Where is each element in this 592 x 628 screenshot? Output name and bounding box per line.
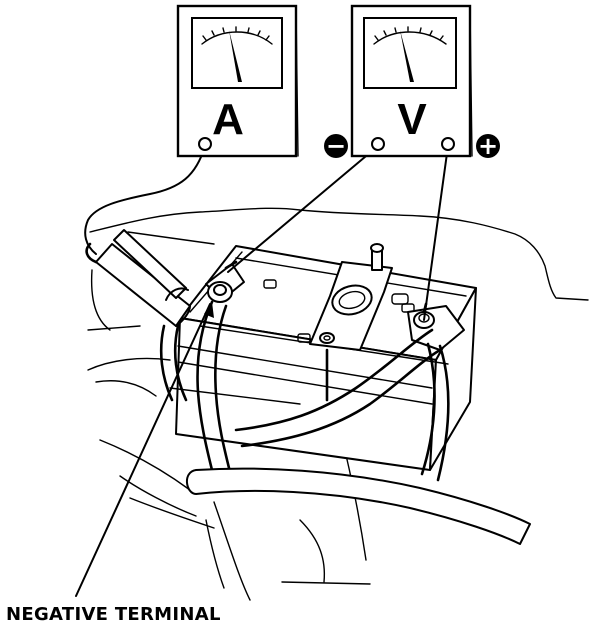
negative-battery-terminal xyxy=(205,263,245,303)
voltmeter: V xyxy=(350,4,473,158)
positive-sign-label: + xyxy=(478,132,498,160)
negative-sign-label: − xyxy=(326,132,346,160)
positive-polarity-symbol: + xyxy=(476,132,500,160)
negative-polarity-symbol: − xyxy=(324,132,348,160)
negative-terminal-leader-line xyxy=(75,303,211,597)
voltmeter-positive-lead xyxy=(423,145,449,321)
negative-probe-tip xyxy=(224,260,238,270)
voltmeter-scale-arc xyxy=(373,26,447,45)
negative-terminal-label: NEGATIVE TERMINAL xyxy=(6,604,221,625)
voltmeter-negative-lead xyxy=(227,145,379,273)
voltmeter-symbol: V xyxy=(397,95,427,144)
leader-arrowhead xyxy=(204,302,214,318)
ammeter-clamp-probe xyxy=(85,229,215,327)
voltmeter-positive-jack xyxy=(441,137,455,151)
battery-hold-down-bracket xyxy=(309,243,393,402)
voltmeter-needle xyxy=(400,30,414,82)
front-cross-member xyxy=(186,467,531,545)
ammeter-needle xyxy=(229,30,242,82)
ammeter-lead-jack xyxy=(198,137,212,151)
positive-battery-cable xyxy=(234,328,450,482)
ammeter: A xyxy=(176,4,299,158)
ammeter-lead-wire xyxy=(84,145,206,255)
ammeter-symbol: A xyxy=(212,95,244,144)
positive-battery-terminal xyxy=(407,305,465,351)
ammeter-scale-arc xyxy=(201,26,273,45)
voltmeter-negative-jack xyxy=(371,137,385,151)
positive-probe-tip xyxy=(422,302,428,314)
